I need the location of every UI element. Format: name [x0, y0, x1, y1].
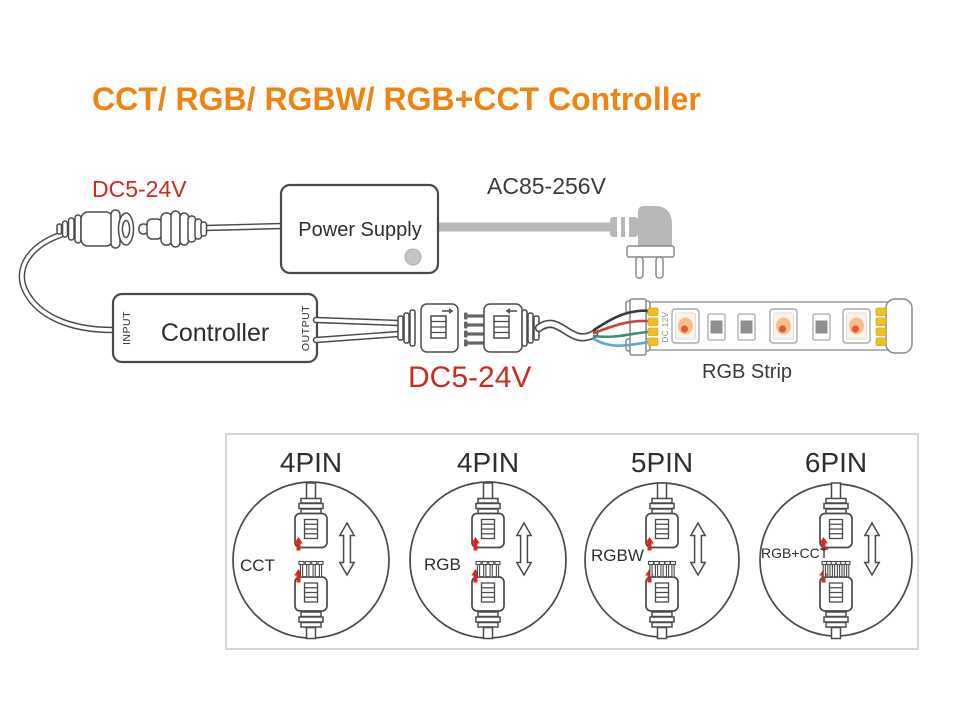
- strip-type-label: RGBW: [591, 546, 644, 565]
- led-chip-icon: [842, 308, 871, 344]
- strip-voltage-print: DC 12V: [661, 311, 670, 342]
- ac-plug-icon: [610, 206, 675, 279]
- controller-label: Controller: [161, 319, 269, 347]
- strip-type-label: RGB: [424, 555, 461, 574]
- power-supply-box: Power Supply: [279, 183, 440, 275]
- power-supply-label: Power Supply: [298, 219, 421, 241]
- input-cable: [18, 222, 286, 334]
- dc-plug-male-icon: [138, 210, 208, 248]
- pin-option-cct: 4PIN CCT: [232, 447, 390, 639]
- pin-count-label: 4PIN: [457, 447, 519, 478]
- dc-output-label: DC5-24V: [408, 361, 531, 394]
- strip-feed-cable: [534, 319, 599, 342]
- led-chip-icon: [769, 308, 798, 344]
- strip-label: RGB Strip: [702, 361, 792, 383]
- dc-jack-female-icon: [56, 209, 135, 249]
- strip-solder-pads: [647, 307, 887, 346]
- pin-option-rgbcct: 6PIN RGB+CCT: [759, 447, 913, 639]
- connector-pins-5-icon: [647, 560, 677, 578]
- controller-output-label: OUTPUT: [300, 305, 312, 351]
- pin-option-rgbw: 5PIN RGBW: [584, 447, 740, 639]
- strip-clip-connector-icon: [625, 298, 651, 356]
- led-chip-icon: [671, 308, 700, 344]
- ac-input-label: AC85-256V: [487, 173, 607, 199]
- dc-input-label: DC5-24V: [92, 176, 187, 202]
- controller-input-label: INPUT: [121, 311, 133, 345]
- pin-count-label: 4PIN: [280, 447, 342, 478]
- output-connector-female-icon: [397, 303, 459, 353]
- output-connector-male-icon: [464, 303, 540, 353]
- pin-option-rgb: 4PIN RGB: [409, 447, 567, 639]
- strip-end-cap: [885, 298, 913, 354]
- pin-count-label: 5PIN: [631, 447, 693, 478]
- pin-count-label: 6PIN: [805, 447, 867, 478]
- strip-wires: [592, 309, 654, 347]
- page-title: CCT/ RGB/ RGBW/ RGB+CCT Controller: [92, 81, 701, 117]
- output-cables: [312, 316, 403, 344]
- resistor-icon: [812, 313, 831, 341]
- resistor-icon: [737, 313, 756, 341]
- strip-type-label: CCT: [240, 556, 275, 575]
- pin-options-panel: [225, 433, 919, 650]
- controller-box: INPUT Controller OUTPUT: [111, 292, 319, 364]
- strip-type-label: RGB+CCT: [761, 545, 829, 561]
- resistor-icon: [707, 313, 726, 341]
- rgb-strip-icon: DC 12V: [592, 298, 913, 356]
- power-supply-led: [404, 248, 422, 266]
